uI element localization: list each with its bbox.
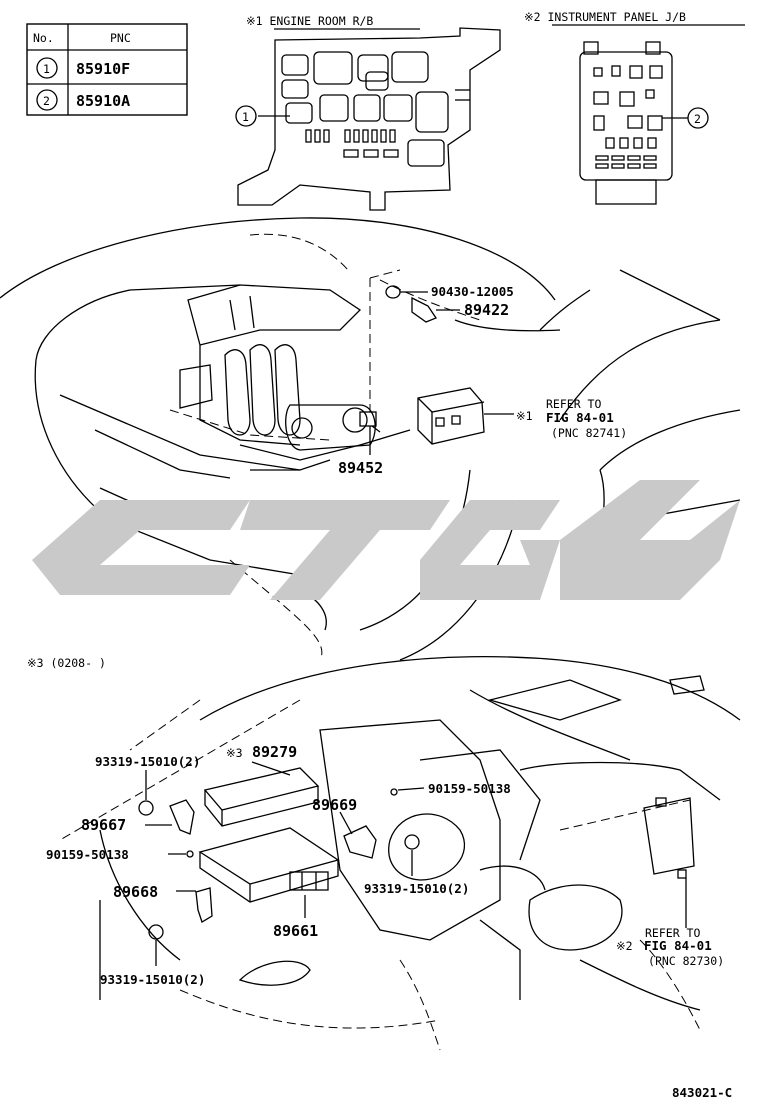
part-label-89279: 89279: [252, 743, 297, 761]
clip-93319-c-icon: [148, 924, 164, 940]
note-3-applicability: ※3 (0208- ): [27, 656, 106, 670]
clip-93319-b-icon: [404, 834, 420, 850]
gasket-90430-part: [385, 285, 401, 299]
legend-row1-no: 1: [43, 62, 50, 76]
part-label-89422: 89422: [464, 301, 509, 319]
ecu-89661-part: [198, 827, 340, 903]
instrument-panel-junction-block: [579, 41, 673, 205]
figure-number: 843021-C: [672, 1085, 732, 1100]
legend-header-no: No.: [33, 31, 54, 45]
refer1-line2: FIG 84-01: [546, 410, 614, 425]
engine-block-illustration: [179, 284, 411, 471]
refer2-mark: ※2: [616, 939, 633, 953]
clip-93319-a-icon: [138, 800, 154, 816]
callout-1-circle: [235, 105, 257, 127]
part-label-89452: 89452: [338, 459, 383, 477]
part-label-90159-50138-a: 90159-50138: [46, 847, 129, 862]
part-label-90159-50138-b: 90159-50138: [428, 781, 511, 796]
module-89279-part: [203, 767, 320, 827]
part-label-93319-15010-a: 93319-15010(2): [95, 754, 200, 769]
part-label-89279-prefix: ※3: [226, 746, 243, 760]
callout-2-circle: [687, 107, 709, 129]
sensor-89452-part: [359, 411, 381, 433]
callout-2-label: 2: [694, 112, 701, 126]
screw-90159-b-icon: [390, 788, 398, 796]
part-label-93319-15010-b: 93319-15010(2): [364, 881, 469, 896]
bracket-89667-part: [169, 799, 195, 835]
engine-room-rb-header: ※1 ENGINE ROOM R/B: [246, 14, 373, 28]
refer1-line1: REFER TO: [546, 397, 601, 411]
instrument-panel-jb-header: ※2 INSTRUMENT PANEL J/B: [524, 10, 686, 24]
legend-header-pnc: PNC: [110, 31, 131, 45]
refer2-line1: REFER TO: [645, 926, 700, 940]
part-label-89668: 89668: [113, 883, 158, 901]
watermark-logo: [32, 480, 740, 600]
part-label-90430-12005: 90430-12005: [431, 284, 514, 299]
engine-relay-box-part: [417, 387, 485, 445]
sensor-89422-part: [411, 296, 437, 323]
part-label-89669: 89669: [312, 796, 357, 814]
legend-row2-no: 2: [43, 94, 50, 108]
pnc-legend-table: No. PNC 1 85910F 2 85910A: [26, 23, 188, 116]
refer2-line3: (PNC 82730): [648, 954, 724, 968]
refer1-line3: (PNC 82741): [551, 426, 627, 440]
legend-row2-pnc: 85910A: [76, 92, 130, 110]
refer1-mark: ※1: [516, 409, 533, 423]
screw-90159-a-icon: [186, 850, 194, 858]
part-label-89667: 89667: [81, 816, 126, 834]
refer2-line2: FIG 84-01: [644, 938, 712, 953]
callout-1-label: 1: [242, 110, 249, 124]
bracket-89668-part: [195, 887, 213, 923]
dashboard-outline: [59, 655, 741, 1051]
part-label-93319-15010-c: 93319-15010(2): [100, 972, 205, 987]
legend-row1-pnc: 85910F: [76, 60, 130, 78]
part-label-89661: 89661: [273, 922, 318, 940]
instrument-jb-module-part: [643, 797, 695, 879]
engine-room-relay-block: [237, 27, 501, 211]
bracket-89669-part: [343, 825, 377, 859]
